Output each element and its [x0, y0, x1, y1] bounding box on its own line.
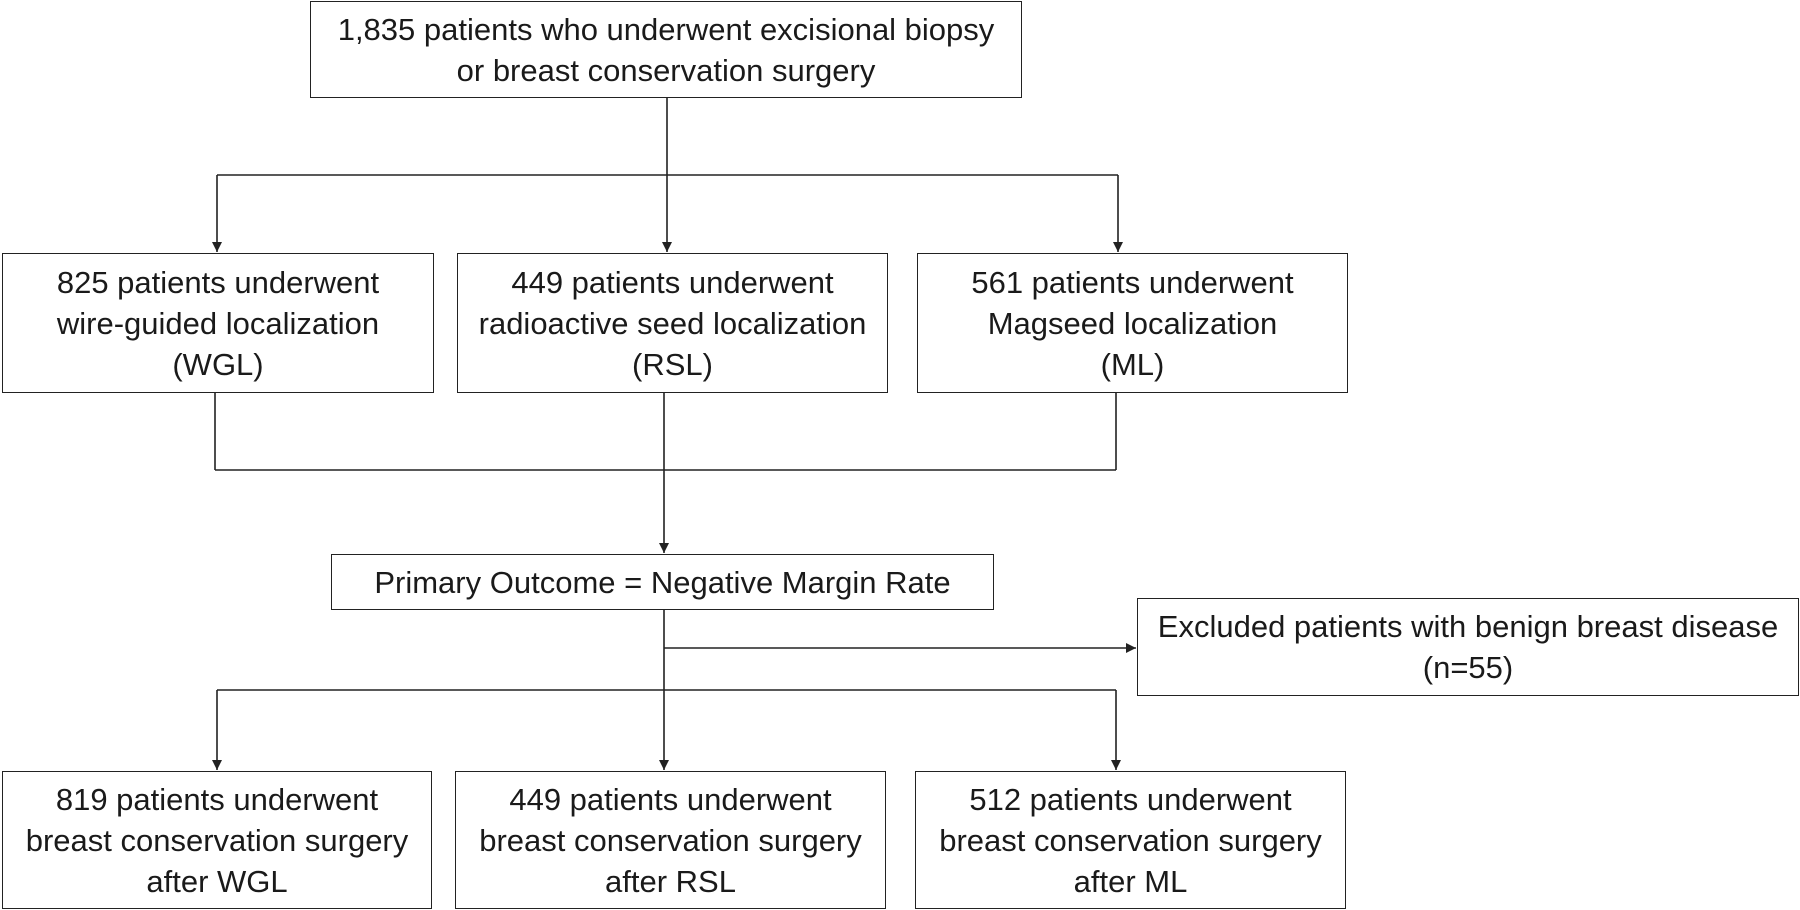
- bcs-rsl-line-3: after RSL: [605, 863, 736, 899]
- bcs-ml-box: 512 patients underwent breast conservati…: [915, 771, 1346, 909]
- bcs-ml-line-3: after ML: [1073, 863, 1188, 899]
- ml-box: 561 patients underwent Magseed localizat…: [917, 253, 1348, 393]
- ml-line-3: (ML): [1100, 346, 1165, 382]
- root-line-2: or breast conservation surgery: [456, 52, 876, 88]
- root-line-1: 1,835 patients who underwent excisional …: [337, 11, 995, 47]
- bcs-rsl-line-2: breast conservation surgery: [479, 822, 862, 858]
- rsl-line-2: radioactive seed localization: [478, 305, 867, 341]
- ml-line-1: 561 patients underwent: [971, 264, 1294, 300]
- bcs-ml-line-1: 512 patients underwent: [969, 781, 1292, 817]
- primary-outcome-text: Primary Outcome = Negative Margin Rate: [374, 564, 951, 600]
- bcs-wgl-line-3: after WGL: [146, 863, 288, 899]
- rsl-line-3: (RSL): [632, 346, 713, 382]
- primary-outcome-box: Primary Outcome = Negative Margin Rate: [331, 554, 994, 610]
- excluded-line-1: Excluded patients with benign breast dis…: [1157, 609, 1779, 644]
- bcs-wgl-line-2: breast conservation surgery: [25, 822, 409, 858]
- bcs-wgl-line-1: 819 patients underwent: [55, 781, 379, 817]
- bcs-ml-line-2: breast conservation surgery: [939, 822, 1322, 858]
- bcs-rsl-line-1: 449 patients underwent: [509, 781, 832, 817]
- wgl-line-3: (WGL): [172, 346, 264, 382]
- rsl-box: 449 patients underwent radioactive seed …: [457, 253, 888, 393]
- root-box: 1,835 patients who underwent excisional …: [310, 1, 1022, 98]
- excluded-line-2: (n=55): [1422, 650, 1514, 685]
- wgl-line-1: 825 patients underwent: [56, 264, 380, 300]
- wgl-line-2: wire-guided localization: [56, 305, 380, 341]
- rsl-line-1: 449 patients underwent: [511, 264, 834, 300]
- wgl-box: 825 patients underwent wire-guided local…: [2, 253, 434, 393]
- bcs-wgl-box: 819 patients underwent breast conservati…: [2, 771, 432, 909]
- excluded-box: Excluded patients with benign breast dis…: [1137, 598, 1799, 696]
- ml-line-2: Magseed localization: [987, 305, 1278, 341]
- bcs-rsl-box: 449 patients underwent breast conservati…: [455, 771, 886, 909]
